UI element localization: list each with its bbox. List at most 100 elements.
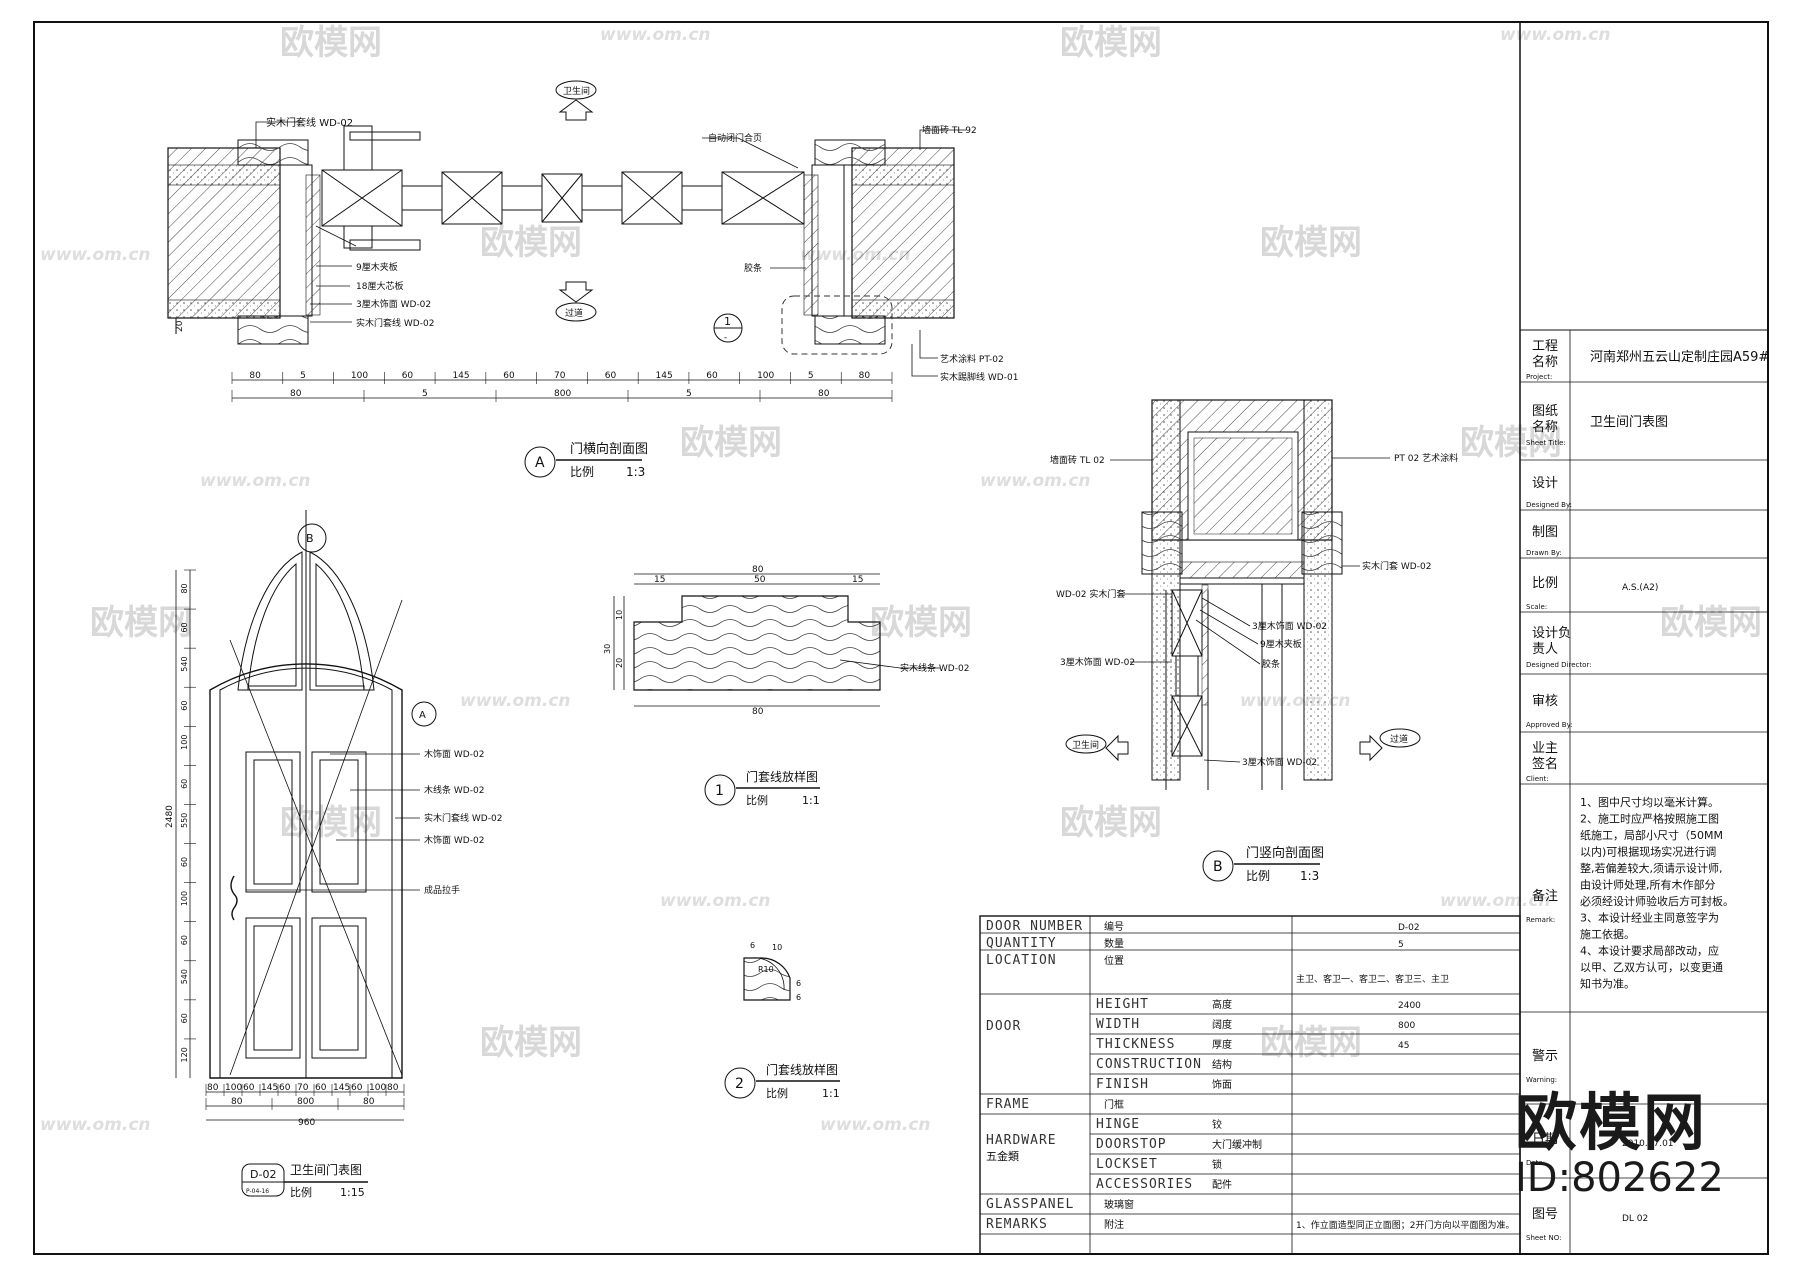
watermark-layer: 欧模网欧模网欧模网欧模网欧模网欧模网欧模网欧模网欧模网欧模网欧模网欧模网欧模网w… [40, 23, 1762, 1135]
detail-2-scale-label: 比例 [766, 1086, 788, 1100]
dim-label: 100 [180, 891, 189, 906]
dim-label: 5 [808, 371, 814, 381]
section-b-vertical: 卫生间 过道 墙面砖 TL 02 PT 02 艺术涂料 实木门套 WD-02 W… [1050, 399, 1458, 883]
sheet_no-label-en: Sheet NO: [1526, 1234, 1561, 1242]
dim-a-side: 20 [175, 320, 185, 332]
section-a-scale-label: 比例 [570, 465, 594, 479]
project-label-en: Project: [1526, 373, 1552, 381]
remark-line: 以内)可根据现场实况进行调 [1580, 845, 1716, 859]
watermark-url: www.om.cn [40, 1115, 151, 1135]
elev-scale: 1:15 [340, 1186, 365, 1199]
schedule-row-en: FRAME [986, 1097, 1030, 1112]
designed_by-label-en: Designed By: [1526, 501, 1572, 509]
d1-dim-left-1: 20 [615, 658, 624, 668]
label-a-veneer9: 9厘木夹板 [356, 261, 398, 273]
sheet_title-value: 卫生间门表图 [1590, 415, 1668, 430]
detail-1-mark: 1 [715, 783, 724, 799]
d2-dim-3: 6 [796, 979, 801, 988]
schedule-row-cn: 大门缓冲制 [1212, 1138, 1262, 1151]
section-a-title: 门横向剖面图 [570, 441, 648, 457]
svg-text:B: B [306, 532, 314, 545]
dim-label: 5 [686, 389, 692, 399]
dim-label: 100 [369, 1083, 386, 1093]
dim-label: 800 [297, 1097, 314, 1107]
room-left-label: 卫生间 [1072, 739, 1099, 751]
dim-label: 60 [180, 779, 189, 789]
label-d1-strip: 实木线条 WD-02 [900, 662, 969, 674]
label-b-frame-left: WD-02 实木门套 [1056, 588, 1125, 600]
label-a-auto-hinge: 自动闭门合页 [708, 132, 762, 144]
dim-label: 60 [706, 371, 718, 381]
watermark-logo: 欧模网 [280, 23, 382, 63]
schedule-row-en: THICKNESS [1096, 1037, 1175, 1052]
date-label-en: Date: [1526, 1159, 1545, 1167]
drawn_by-label-en: Drawn By: [1526, 549, 1562, 557]
date-label: 日期 [1532, 1132, 1558, 1147]
dim-label: 60 [605, 371, 617, 381]
remark-line: 3、本设计经业主同意签字为 [1580, 911, 1719, 925]
detail-2-title: 门套线放样图 [766, 1062, 838, 1077]
dim-label: 550 [180, 813, 189, 828]
dim-label: 60 [315, 1083, 327, 1093]
warning-label: 警示 [1532, 1048, 1558, 1064]
dim-label: 60 [180, 935, 189, 945]
detail-2-profile: 6 10 R10 6 6 2 门套线放样图 比例 1:1 [724, 941, 840, 1100]
schedule-row-en: REMARKS [986, 1217, 1048, 1232]
elev-dim-height: 2480 [165, 805, 175, 828]
section-b-scale-label: 比例 [1246, 869, 1270, 883]
remark-line: 2、施工时应严格按照施工图 [1580, 812, 1719, 826]
sheet_no-label: 图号 [1532, 1207, 1558, 1222]
detail-1-scale: 1:1 [802, 794, 820, 807]
project-value: 河南郑州五云山定制庄园A59# [1590, 349, 1769, 365]
schedule-row-cn: 配件 [1212, 1179, 1232, 1191]
remark-text: 1、图中尺寸均以毫米计算。2、施工时应严格按照施工图纸施工，局部小尺寸（50MM… [1580, 795, 1734, 991]
label-elev-wood-face2: 木饰面 WD-02 [424, 834, 484, 846]
label-elev-handle: 成品拉手 [424, 884, 460, 896]
schedule-row-value: 主卫、客卫一、客卫二、客卫三、主卫 [1296, 973, 1449, 985]
label-a-frame-line2: 实木门套线 WD-02 [356, 317, 434, 329]
elev-mark: D-02 [250, 1168, 276, 1181]
watermark-logo: 欧模网 [1260, 1023, 1362, 1063]
scale-value: A.S.(A2) [1622, 583, 1658, 593]
section-b-scale: 1:3 [1300, 869, 1319, 883]
dim-label: 60 [180, 701, 189, 711]
label-b-seal: 胶条 [1262, 658, 1280, 670]
brand-watermark: 欧模网 ID:802622 [1515, 1090, 1785, 1201]
schedule-row-cn: 编号 [1104, 920, 1124, 933]
d2-dim-1: 10 [772, 943, 782, 952]
schedule-row-value: 1、作立面造型同正立面图；2开门方向以平面图为准。 [1296, 1219, 1514, 1231]
room-top-label: 卫生间 [563, 85, 590, 97]
dim-label: 80 [387, 1083, 399, 1093]
dim-label: 80 [207, 1083, 219, 1093]
elev-sub: P-04-16 [246, 1188, 269, 1195]
designed_by-label: 设计 [1532, 476, 1558, 491]
d1-dim-bottom: 80 [752, 707, 764, 717]
section-a-mark: A [535, 455, 545, 471]
schedule-row-en: LOCATION [986, 953, 1057, 968]
dim-label: 80 [249, 371, 261, 381]
dim-label: 145 [333, 1083, 350, 1093]
director-label-2: 责人 [1532, 642, 1558, 657]
warning-label-en: Warning: [1526, 1076, 1557, 1084]
dim-label: 80 [818, 389, 830, 399]
remark-line: 施工依据。 [1580, 927, 1635, 941]
watermark-url: www.om.cn [1500, 25, 1611, 45]
schedule-row-en: DOORSTOP [1096, 1137, 1167, 1152]
remark-line: 以甲、乙双方认可，以变更通 [1580, 960, 1723, 974]
watermark-logo: 欧模网 [90, 603, 192, 643]
label-b-paint: PT 02 艺术涂料 [1394, 452, 1458, 464]
sheet_title-label: 图纸 [1532, 404, 1558, 419]
schedule-row-value: 2400 [1398, 1001, 1421, 1011]
label-b-face3-bottom: 3厘木饰面 WD-02 [1242, 756, 1317, 768]
watermark-url: www.om.cn [460, 691, 571, 711]
schedule-row-en: HEIGHT [1096, 997, 1149, 1012]
schedule-row-en: WIDTH [1096, 1017, 1140, 1032]
approved-label: 审核 [1532, 694, 1558, 709]
sheet_no-value: DL 02 [1622, 1214, 1648, 1224]
label-elev-wood-face: 木饰面 WD-02 [424, 748, 484, 760]
dim-label: 80 [363, 1097, 375, 1107]
remark-line: 4、本设计要求局部改动，应 [1580, 944, 1719, 958]
